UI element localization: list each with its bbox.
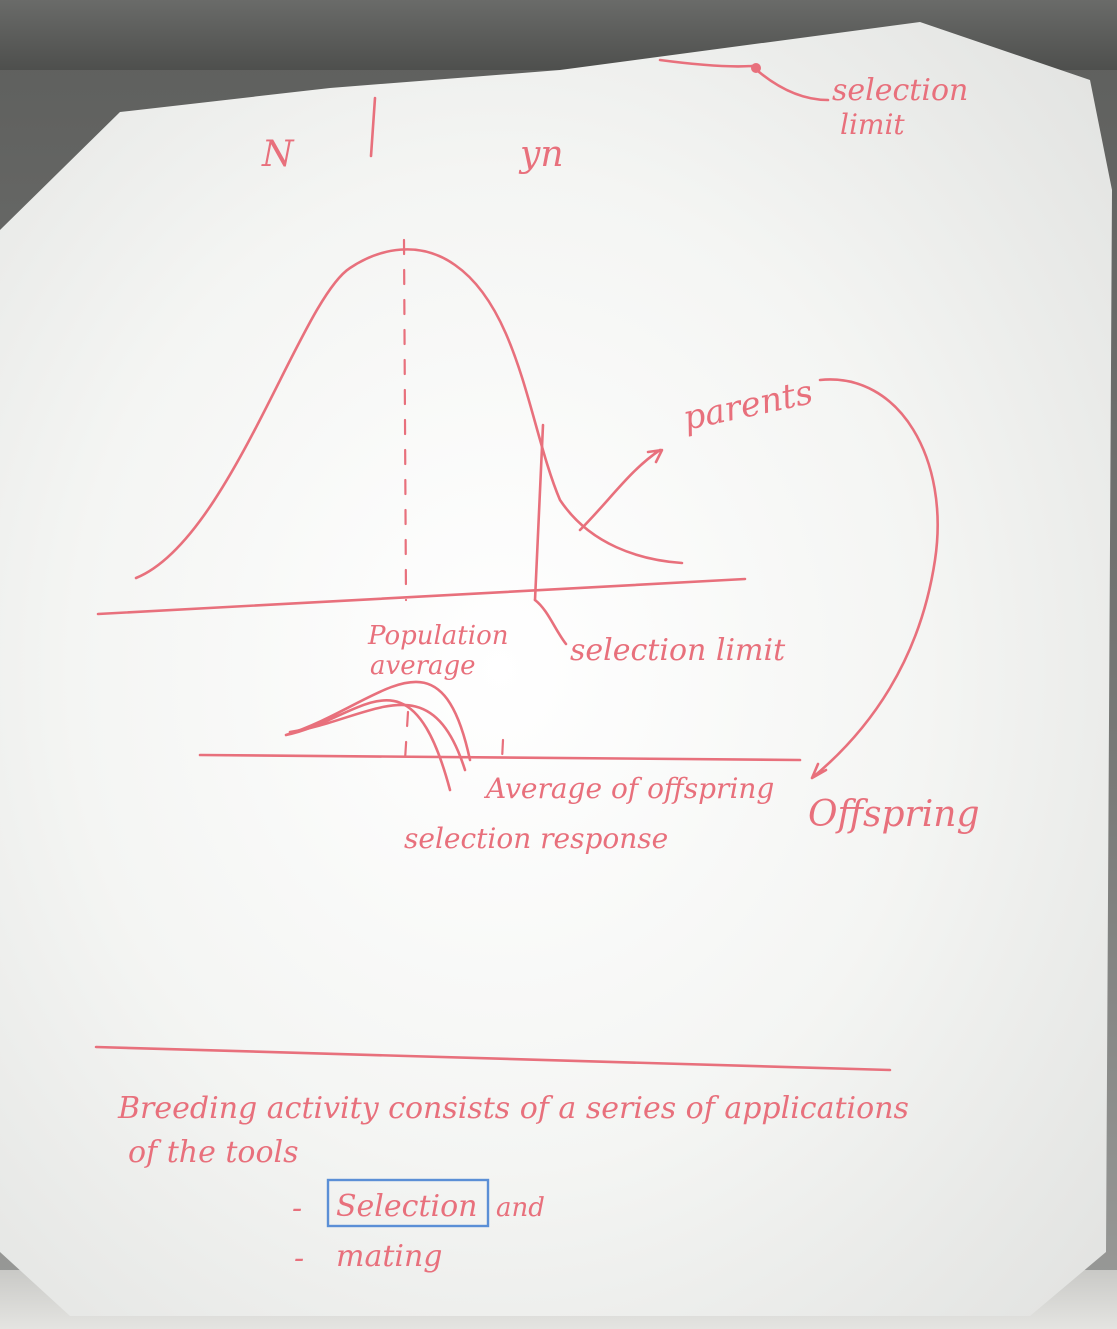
item2-word: mating xyxy=(336,1239,443,1274)
selection-response-label: selection response xyxy=(404,822,668,855)
text-line2: of the tools xyxy=(128,1135,299,1170)
section-divider xyxy=(94,1045,892,1072)
item2-dash: - xyxy=(294,1241,304,1276)
bottom-average-line-left xyxy=(403,710,410,762)
header-left-mark: N xyxy=(261,134,295,175)
item1-dash: - xyxy=(292,1191,302,1226)
selection-limit-pointer xyxy=(533,598,568,646)
item1-rest: and xyxy=(496,1193,545,1223)
top-average-line xyxy=(402,238,408,602)
header-right-mark: yn xyxy=(518,134,564,175)
bottom-axis xyxy=(198,753,802,762)
whiteboard-surface xyxy=(0,22,1112,1316)
corner-note-line2: limit xyxy=(840,108,905,141)
top-axis xyxy=(96,577,747,616)
bottom-bell-curve-main xyxy=(288,703,467,772)
bottom-average-label: Average of offspring xyxy=(483,772,774,805)
population-average-line1: Population xyxy=(367,621,508,651)
text-line1: Breeding activity consists of a series o… xyxy=(117,1091,909,1126)
top-selection-limit-line xyxy=(533,423,545,602)
corner-arrow xyxy=(658,58,830,102)
selection-highlight-box xyxy=(326,1178,490,1228)
bottom-average-line-right xyxy=(500,738,505,762)
corner-dot xyxy=(751,63,761,73)
corner-note-line1: selection xyxy=(832,73,968,108)
parents-arrow xyxy=(578,448,664,532)
population-average-line2: average xyxy=(370,651,476,681)
top-bell-curve xyxy=(134,248,684,580)
item1-word: Selection xyxy=(336,1189,478,1224)
offspring-label: Offspring xyxy=(808,794,980,835)
selection-limit-label: selection limit xyxy=(570,633,786,668)
parents-to-offspring-arrow xyxy=(810,378,939,780)
header-divider xyxy=(369,96,377,158)
